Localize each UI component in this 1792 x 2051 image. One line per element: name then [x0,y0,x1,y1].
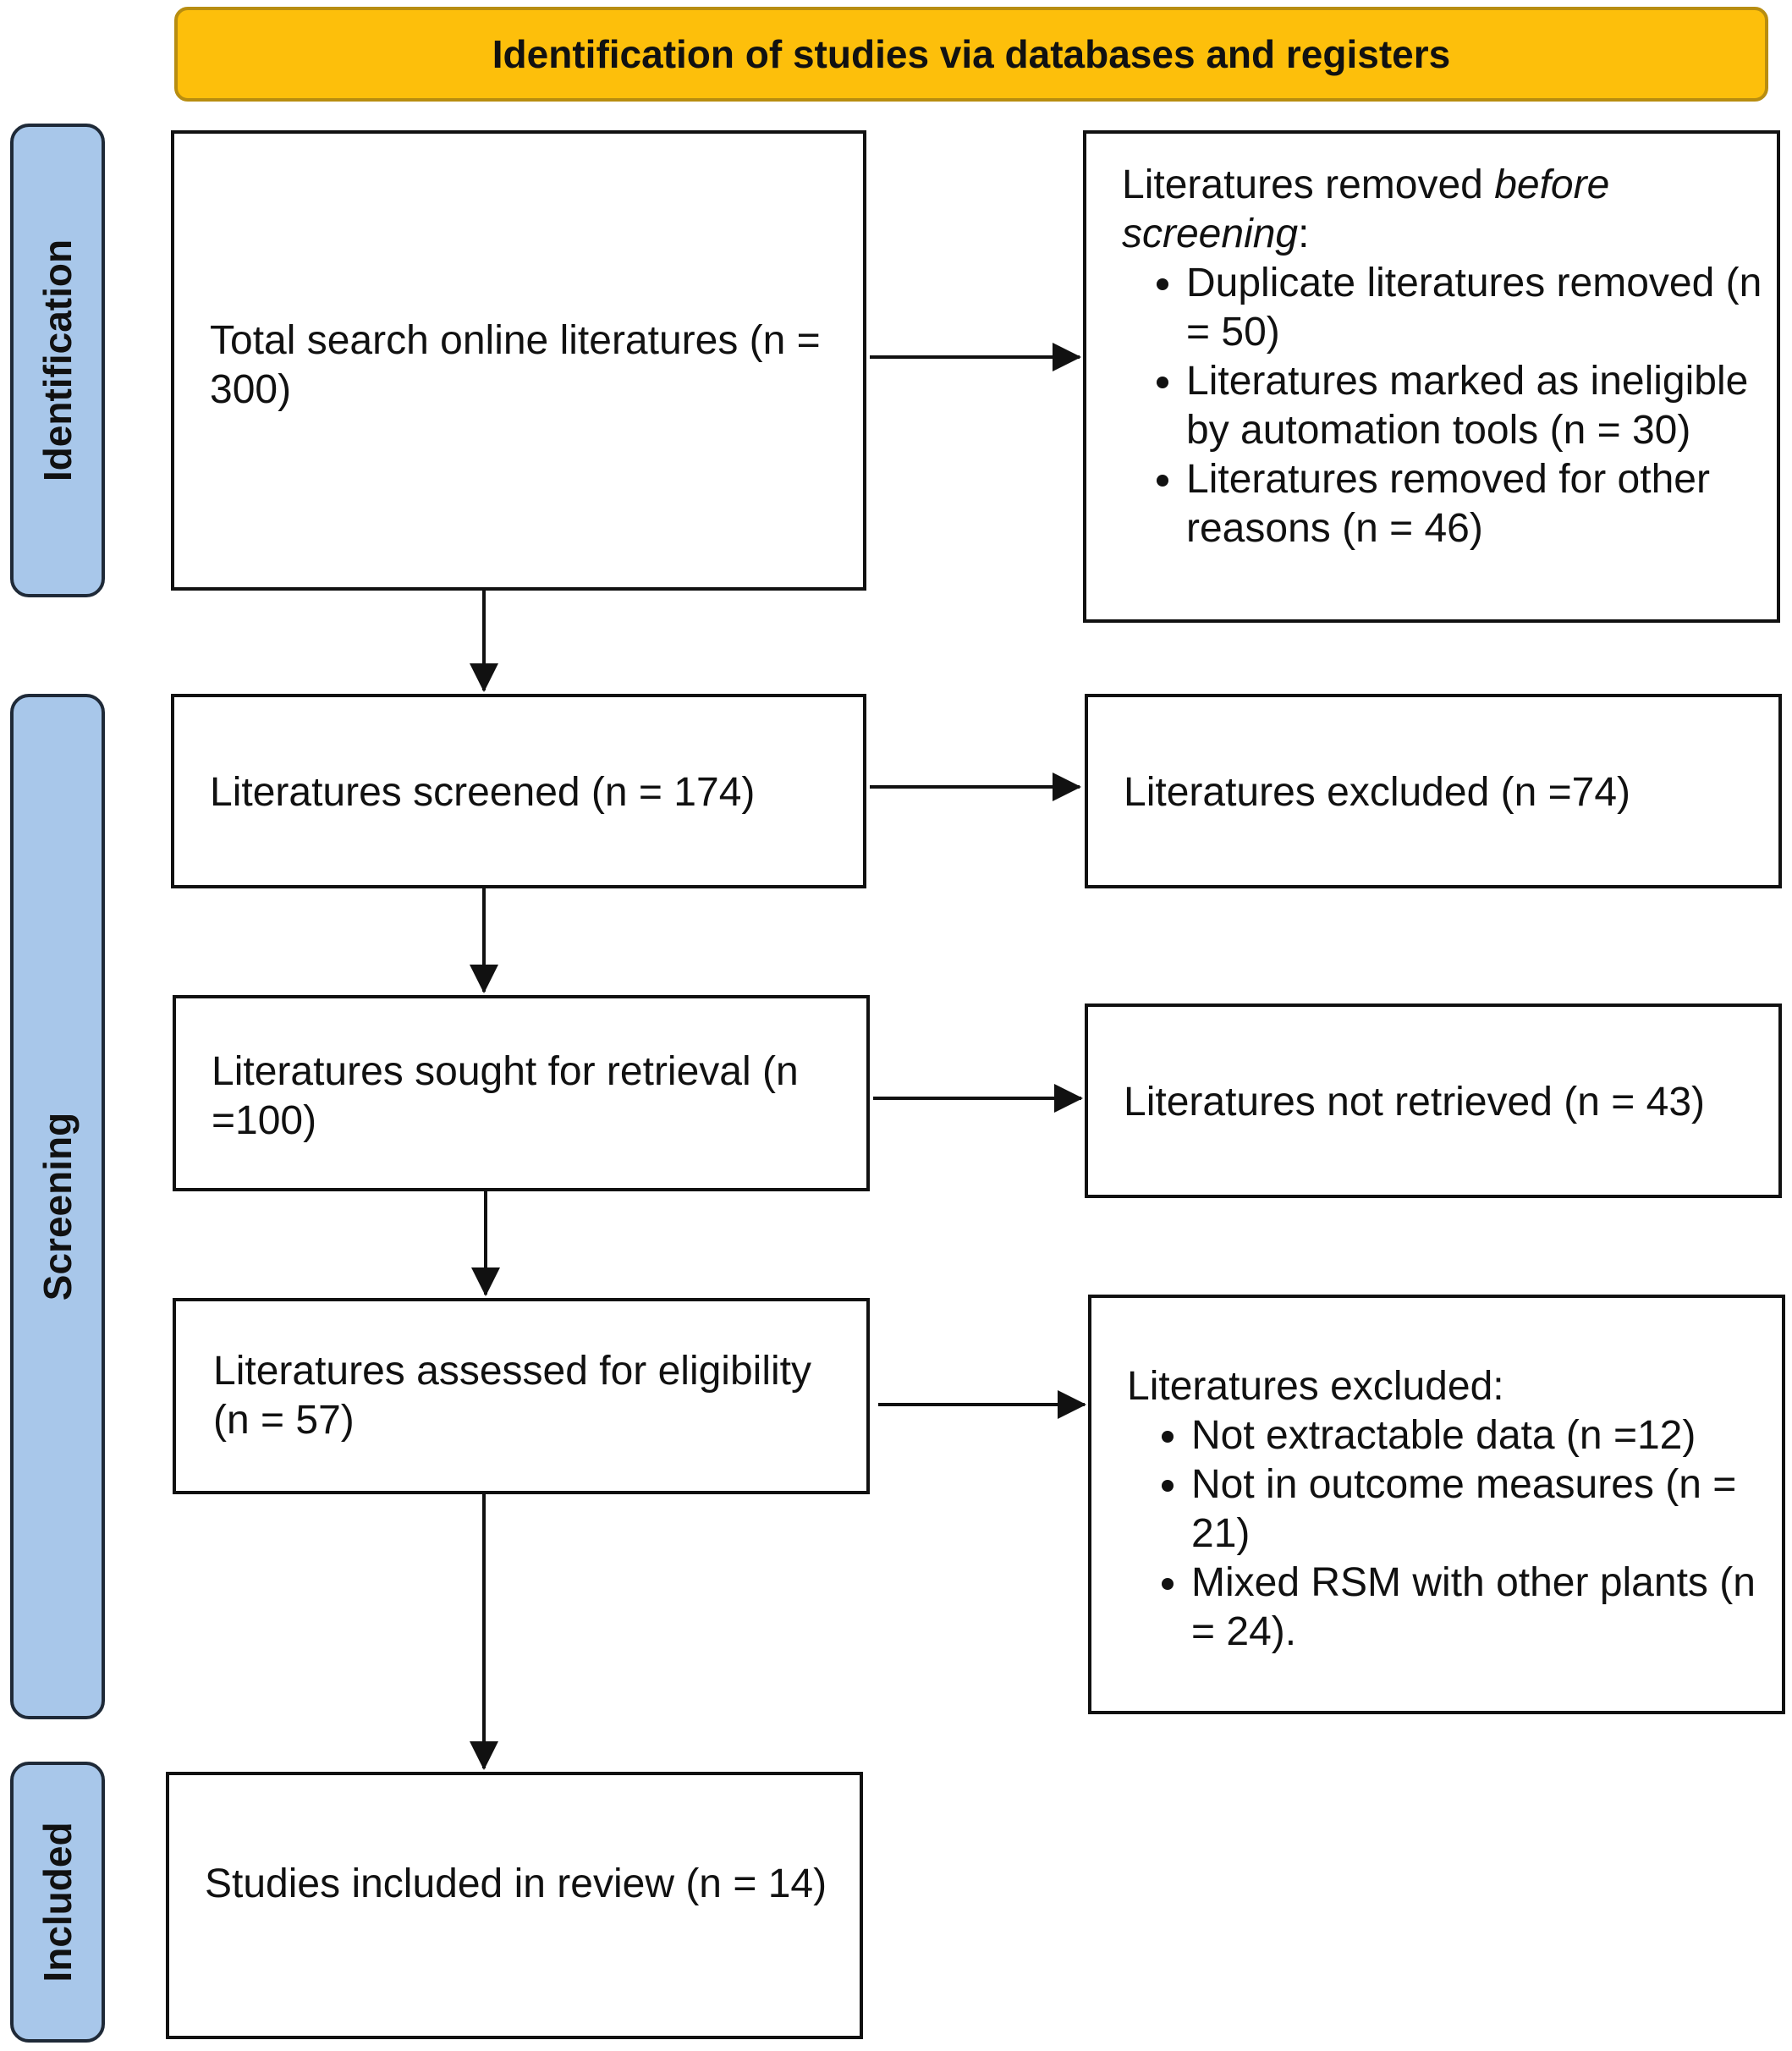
assessed-eligibility-text: Literatures assessed for eligibility (n … [213,1349,811,1443]
removed-before-screening-list: Duplicate literatures removed (n = 50) L… [1122,259,1765,553]
excluded-eligibility-box: Literatures excluded: Not extractable da… [1088,1295,1785,1714]
banner-title: Identification of studies via databases … [492,32,1451,76]
list-item: Not in outcome measures (n = 21) [1191,1460,1778,1559]
screened-text: Literatures screened (n = 174) [210,770,756,815]
excluded-eligibility-content: Literatures excluded: Not extractable da… [1127,1362,1778,1657]
list-item: Literatures marked as ineligible by auto… [1186,357,1765,455]
assessed-eligibility-box: Literatures assessed for eligibility (n … [173,1298,870,1494]
phase-screening: Screening [10,694,105,1719]
phase-identification: Identification [10,124,105,597]
list-item: Not extractable data (n =12) [1191,1411,1778,1460]
included-text: Studies included in review (n = 14) [205,1861,827,1906]
total-search-box: Total search online literatures (n = 300… [171,130,866,591]
removed-before-screening-content: Literatures removed before screening: Du… [1122,161,1765,553]
excluded-screening-text: Literatures excluded (n =74) [1124,770,1631,815]
removed-before-screening-box: Literatures removed before screening: Du… [1083,130,1780,623]
included-box: Studies included in review (n = 14) [166,1772,863,2039]
excluded-eligibility-list: Not extractable data (n =12) Not in outc… [1127,1411,1778,1657]
excluded-screening-box: Literatures excluded (n =74) [1085,694,1782,888]
identification-banner: Identification of studies via databases … [174,7,1768,102]
sought-retrieval-box: Literatures sought for retrieval (n =100… [173,995,870,1191]
excluded-eligibility-heading: Literatures excluded: [1127,1364,1504,1409]
total-search-text: Total search online literatures (n = 300… [210,318,821,412]
removed-before-screening-heading: Literatures removed before screening: [1122,162,1610,256]
phase-included: Included [10,1762,105,2043]
not-retrieved-text: Literatures not retrieved (n = 43) [1124,1080,1706,1124]
list-item: Literatures removed for other reasons (n… [1186,455,1765,553]
screened-box: Literatures screened (n = 174) [171,694,866,888]
not-retrieved-box: Literatures not retrieved (n = 43) [1085,1004,1782,1198]
sought-retrieval-text: Literatures sought for retrieval (n =100… [212,1049,799,1143]
list-item: Mixed RSM with other plants (n = 24). [1191,1559,1778,1657]
list-item: Duplicate literatures removed (n = 50) [1186,259,1765,357]
